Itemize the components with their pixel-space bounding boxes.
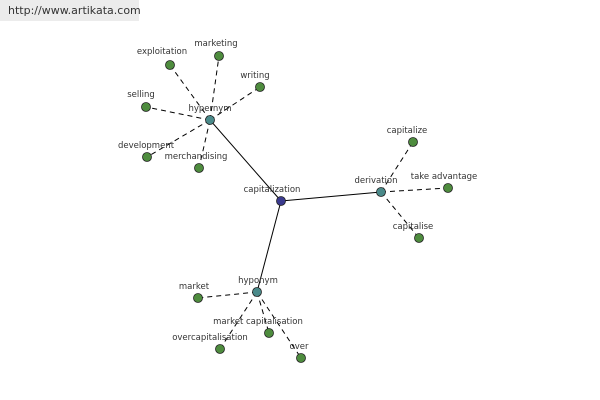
leaf-label-market: market <box>179 282 210 292</box>
edge-hyponym-hub-to-over <box>256 291 302 359</box>
edge-derivation-hub-to-capitalize <box>380 141 414 193</box>
hub-node-hyponym[interactable] <box>252 287 262 297</box>
root-label-capitalization: capitalization <box>244 185 301 195</box>
edge-hypernym-hub-to-marketing <box>209 55 220 121</box>
edge-derivation-hub-to-capitalise <box>380 191 420 239</box>
hub-node-hypernym[interactable] <box>205 115 215 125</box>
leaf-label-merchandising: merchandising <box>165 152 228 162</box>
leaf-node-selling[interactable] <box>141 102 151 112</box>
edge-hypernym-hub-to-development <box>146 119 211 158</box>
hub-label-derivation: derivation <box>354 176 397 186</box>
hub-node-derivation[interactable] <box>376 187 386 197</box>
hub-label-hypernym: hypernym <box>188 104 231 114</box>
leaf-node-exploitation[interactable] <box>165 60 175 70</box>
node-layer <box>141 51 453 363</box>
leaf-node-development[interactable] <box>142 152 152 162</box>
edge-capitalization-to-hyponym-hub <box>256 200 282 293</box>
leaf-label-marketing: marketing <box>194 39 237 49</box>
leaf-node-marketing[interactable] <box>214 51 224 61</box>
leaf-node-take-advantage[interactable] <box>443 183 453 193</box>
edge-hypernym-hub-to-writing <box>209 86 261 121</box>
edge-hypernym-hub-to-exploitation <box>169 64 211 121</box>
edge-capitalization-to-derivation-hub <box>280 191 382 202</box>
hub-label-hyponym: hyponym <box>238 276 278 286</box>
edge-hyponym-hub-to-market <box>197 291 258 299</box>
leaf-node-capitalize[interactable] <box>408 137 418 147</box>
source-url-banner[interactable]: http://www.artikata.com <box>0 0 141 21</box>
leaf-label-over: over <box>290 342 309 352</box>
leaf-label-capitalise: capitalise <box>393 222 434 232</box>
edge-derivation-hub-to-take-advantage <box>380 187 449 193</box>
leaf-label-selling: selling <box>127 90 155 100</box>
edge-hyponym-hub-to-market-capitalisation <box>256 291 270 334</box>
edge-hyponym-hub-to-overcapitalisation <box>219 291 258 350</box>
leaf-node-market-capitalisation[interactable] <box>264 328 274 338</box>
leaf-label-capitalize: capitalize <box>387 126 428 136</box>
root-node-capitalization[interactable] <box>276 196 286 206</box>
leaf-node-merchandising[interactable] <box>194 163 204 173</box>
edge-layer <box>145 55 449 359</box>
leaf-node-overcapitalisation[interactable] <box>215 344 225 354</box>
leaf-label-take-advantage: take advantage <box>411 172 478 182</box>
leaf-node-writing[interactable] <box>255 82 265 92</box>
edge-hypernym-hub-to-selling <box>145 106 211 121</box>
label-layer: exploitation marketing writing selling devel… <box>118 39 477 352</box>
leaf-node-capitalise[interactable] <box>414 233 424 243</box>
leaf-node-market[interactable] <box>193 293 203 303</box>
edge-capitalization-to-hypernym-hub <box>209 119 282 202</box>
leaf-label-writing: writing <box>240 71 269 81</box>
leaf-label-market-capitalisation: market capitalisation <box>213 317 303 327</box>
leaf-label-exploitation: exploitation <box>137 47 187 57</box>
leaf-label-overcapitalisation: overcapitalisation <box>172 333 248 343</box>
leaf-node-over[interactable] <box>296 353 306 363</box>
leaf-label-development: development <box>118 141 175 151</box>
